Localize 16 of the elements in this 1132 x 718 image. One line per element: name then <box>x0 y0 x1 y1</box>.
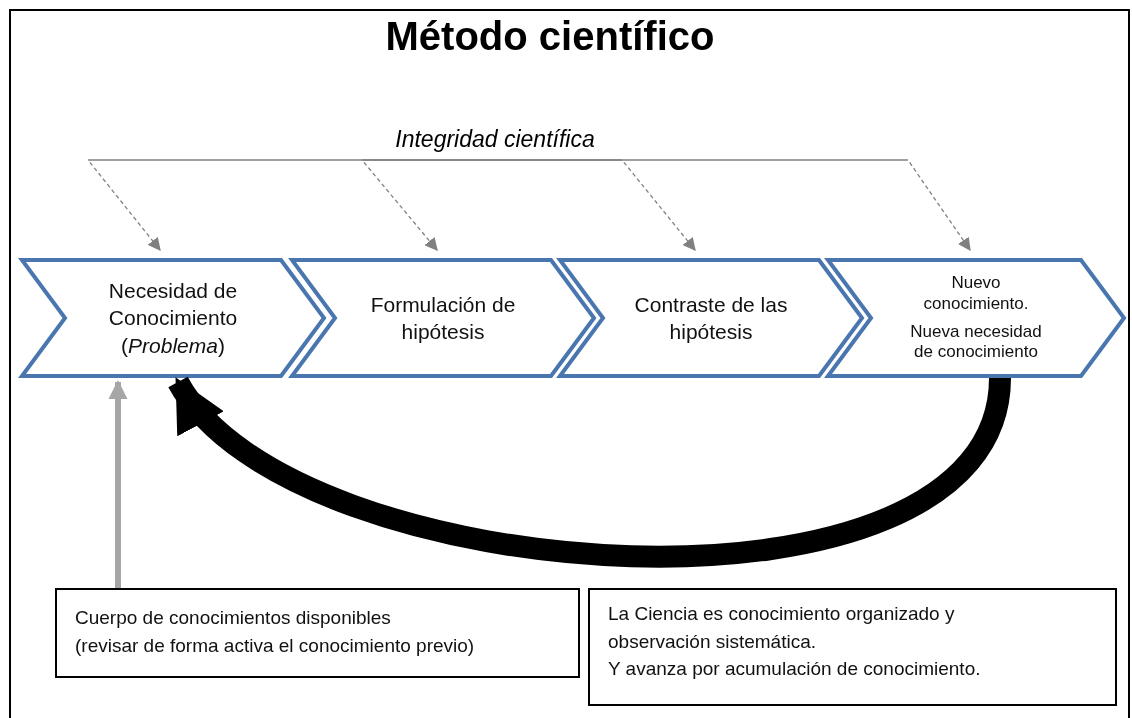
note-text: Y avanza por acumulación de conocimiento. <box>608 657 982 682</box>
note-text: (revisar de forma activa el conocimiento previo) <box>75 633 476 658</box>
note-box <box>55 588 580 678</box>
step-label: Nuevo conocimiento. <box>922 273 1030 314</box>
note-text: Cuerpo de conocimientos disponibles <box>75 606 392 630</box>
note-text: La Ciencia es conocimiento organizado y observación sistemática. <box>608 602 956 654</box>
note-box <box>588 588 1117 706</box>
arrow <box>108 380 128 588</box>
chevron-step <box>826 258 1126 378</box>
diagram-title: Método científico <box>384 14 716 59</box>
annotation-text: Integridad científica <box>394 126 596 153</box>
step-label: Necesidad de Conocimiento (Problema) <box>107 278 239 359</box>
step-label: Nueva necesidad de conocimiento <box>909 322 1043 363</box>
chevron-step <box>20 258 326 378</box>
dashed-arrow <box>360 159 496 251</box>
dashed-arrow <box>494 159 971 252</box>
